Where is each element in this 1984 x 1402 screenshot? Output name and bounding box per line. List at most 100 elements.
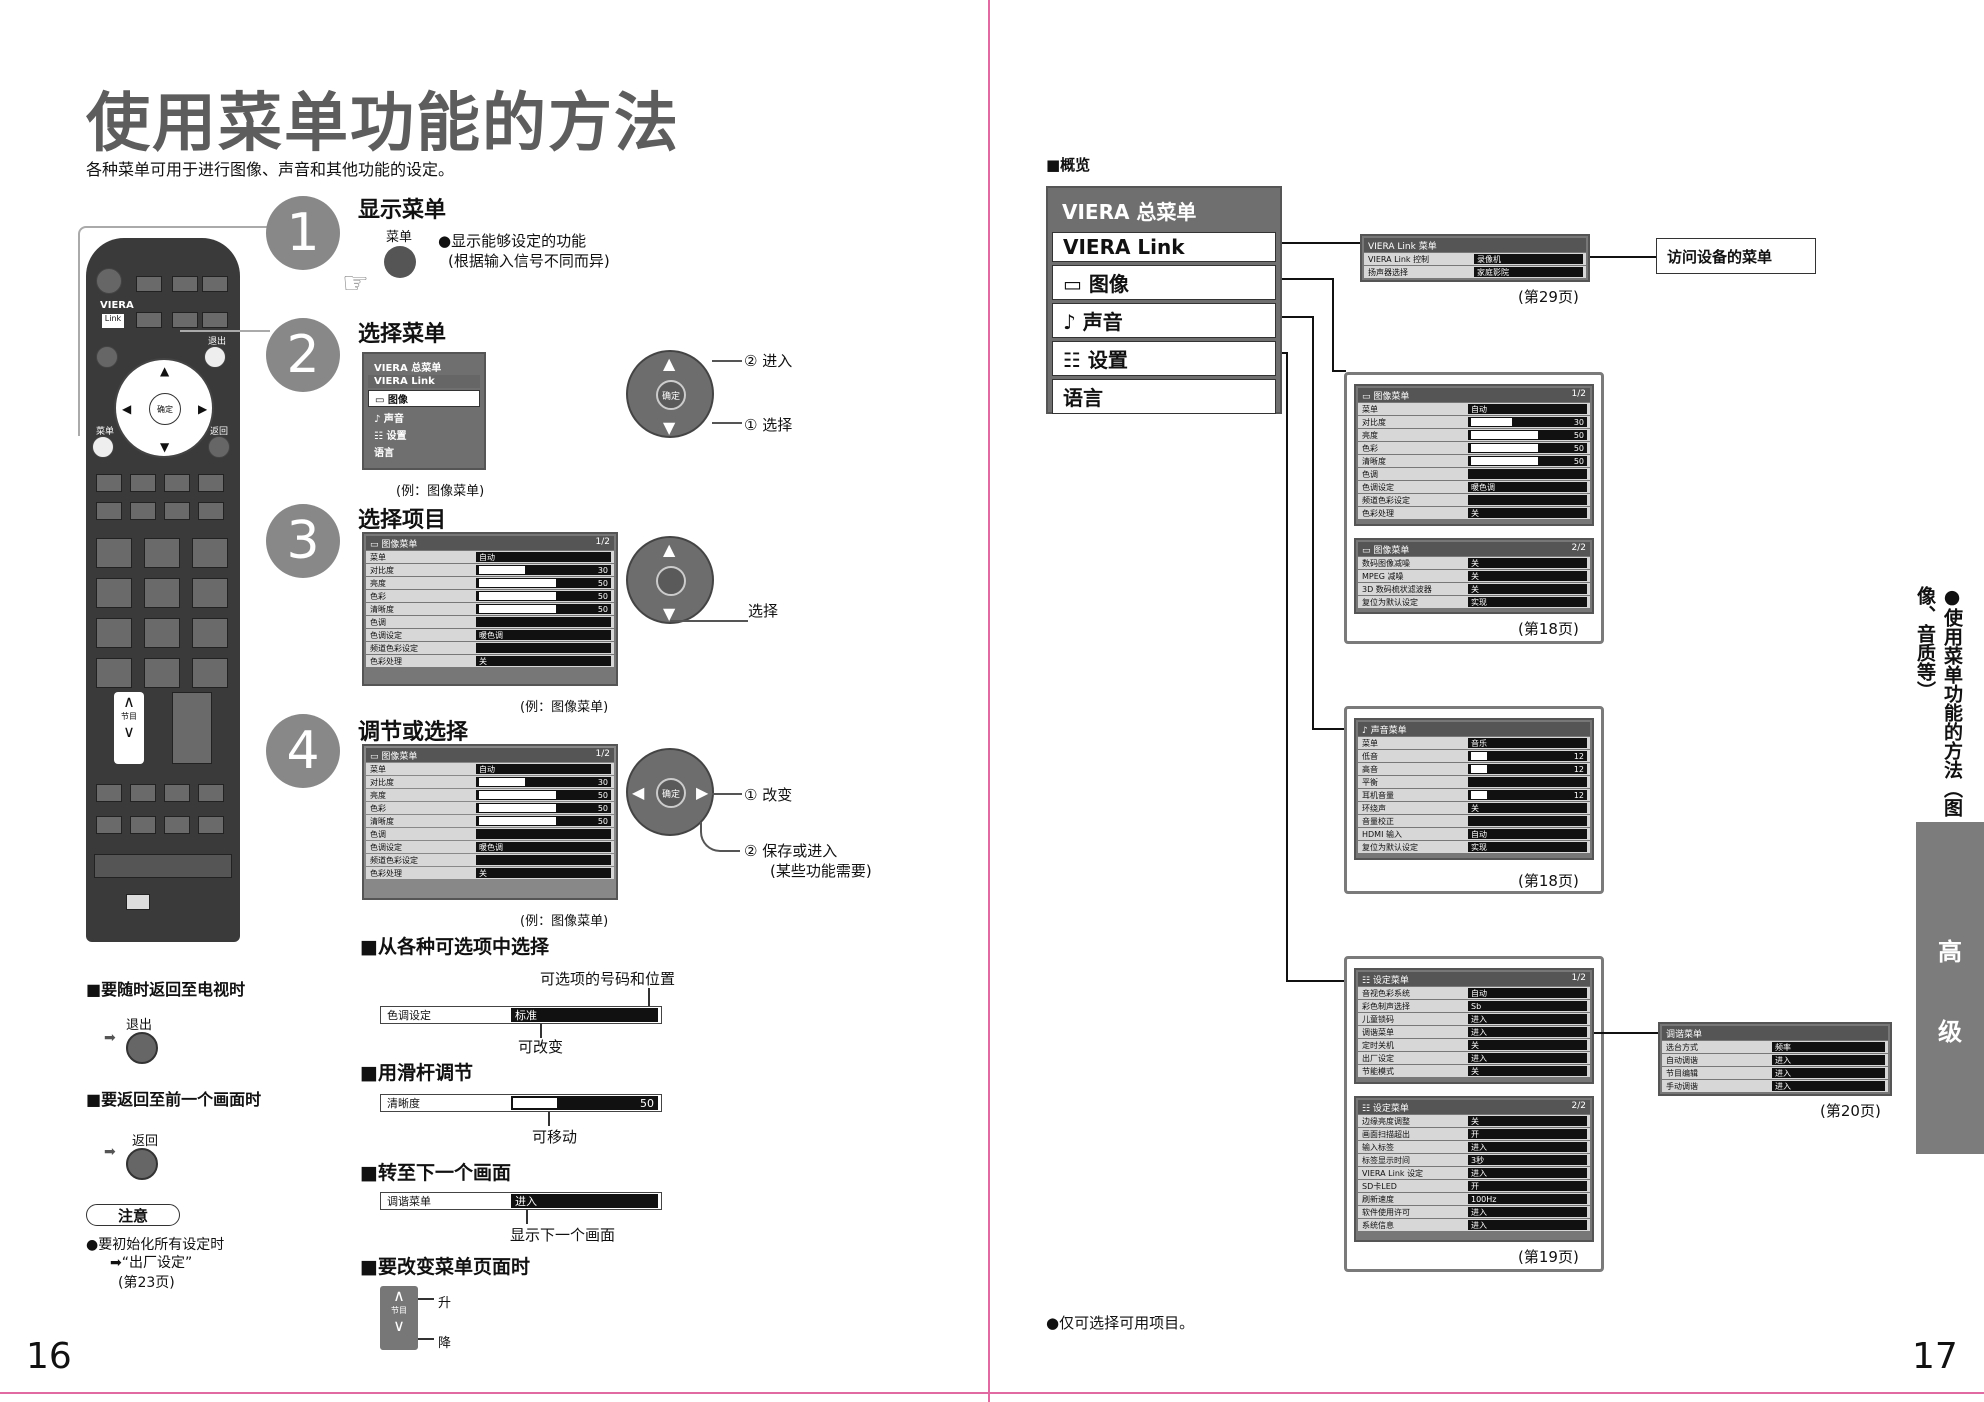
menu-row[interactable]: 扬声器选择家庭影院: [1364, 266, 1586, 278]
menu-row[interactable]: VIERA Link 控制录像机: [1364, 253, 1586, 265]
number-button[interactable]: [192, 538, 228, 568]
menu-row-value[interactable]: 自动: [476, 552, 611, 562]
slider-bar[interactable]: 清晰度 50: [380, 1094, 662, 1112]
next-screen-value[interactable]: 进入: [511, 1194, 658, 1208]
number-button[interactable]: [144, 658, 180, 688]
menu-row[interactable]: 色调: [366, 616, 614, 628]
remote-button[interactable]: [164, 784, 190, 802]
remote-button[interactable]: [198, 816, 224, 834]
menu-row[interactable]: 儿童锁码进入: [1358, 1013, 1590, 1025]
menu-row[interactable]: 数码图像减噪关: [1358, 557, 1590, 569]
menu-row[interactable]: 色调: [1358, 468, 1590, 480]
menu-row[interactable]: HDMI 输入自动: [1358, 828, 1590, 840]
menu-row[interactable]: 菜单自动: [1358, 403, 1590, 415]
menu-row-value[interactable]: 进入: [1468, 1220, 1587, 1230]
menu-row-value[interactable]: 关: [1468, 584, 1587, 594]
menu-row-value[interactable]: 进入: [1468, 1053, 1587, 1063]
menu-row-value[interactable]: 开: [1468, 1129, 1587, 1139]
remote-button[interactable]: [130, 474, 156, 492]
return-button[interactable]: [208, 436, 230, 458]
menu-row[interactable]: 复位为默认设定实现: [1358, 596, 1590, 608]
remote-button[interactable]: [164, 474, 190, 492]
menu-row-value[interactable]: 50: [1468, 456, 1587, 466]
menu-row[interactable]: 复位为默认设定实现: [1358, 841, 1590, 853]
menu-row-value[interactable]: 录像机: [1474, 254, 1583, 264]
menu-row-value[interactable]: 频率: [1772, 1042, 1885, 1052]
menu-row[interactable]: 节能模式关: [1358, 1065, 1590, 1077]
menu-button[interactable]: [384, 246, 416, 278]
menu-row-value[interactable]: [1468, 495, 1587, 505]
number-button[interactable]: [144, 618, 180, 648]
main-menu-item-setup[interactable]: ☷ 设置: [1052, 341, 1276, 376]
channel-rocker[interactable]: ∧ 节目 ∨: [114, 692, 144, 764]
menu-row-value[interactable]: 自动: [1468, 404, 1587, 414]
menu-row[interactable]: 输入标签进入: [1358, 1141, 1590, 1153]
menu-row-value[interactable]: 3秒: [1468, 1155, 1587, 1165]
main-menu-item[interactable]: VIERA Link: [368, 375, 480, 388]
number-button[interactable]: [144, 538, 180, 568]
menu-row-value[interactable]: 50: [1468, 443, 1587, 453]
remote-button[interactable]: [130, 784, 156, 802]
remote-button[interactable]: [164, 502, 190, 520]
number-button[interactable]: [192, 658, 228, 688]
menu-row-value[interactable]: 关: [476, 656, 611, 666]
number-button[interactable]: [96, 578, 132, 608]
number-button[interactable]: [96, 658, 132, 688]
number-button[interactable]: [192, 618, 228, 648]
option-value[interactable]: 标准: [511, 1008, 658, 1022]
menu-row[interactable]: 选台方式频率: [1662, 1041, 1888, 1053]
menu-row-value[interactable]: 进入: [1468, 1142, 1587, 1152]
menu-row[interactable]: 系统信息进入: [1358, 1219, 1590, 1231]
menu-row[interactable]: 软件使用许可进入: [1358, 1206, 1590, 1218]
main-menu-item[interactable]: ▭ 图像: [368, 390, 480, 407]
menu-row[interactable]: 色彩50: [366, 802, 614, 814]
menu-row[interactable]: 色调: [366, 828, 614, 840]
playback-controls[interactable]: [94, 854, 232, 878]
menu-row[interactable]: 色彩处理关: [1358, 507, 1590, 519]
menu-row-value[interactable]: 关: [1468, 1066, 1587, 1076]
menu-row-value[interactable]: 进入: [1468, 1207, 1587, 1217]
menu-row[interactable]: 环绕声关: [1358, 802, 1590, 814]
menu-row[interactable]: 3D 数码梳状滤波器关: [1358, 583, 1590, 595]
menu-row[interactable]: 频道色彩设定: [1358, 494, 1590, 506]
menu-row-value[interactable]: 进入: [1468, 1014, 1587, 1024]
menu-row-value[interactable]: 关: [476, 868, 611, 878]
menu-row[interactable]: 色彩处理关: [366, 655, 614, 667]
menu-row-value[interactable]: 100Hz: [1468, 1194, 1587, 1204]
channel-rocker[interactable]: ∧ 节目 ∨: [380, 1286, 418, 1350]
menu-row-value[interactable]: 50: [476, 803, 611, 813]
remote-button[interactable]: [198, 474, 224, 492]
menu-row-value[interactable]: 关: [1468, 571, 1587, 581]
menu-row[interactable]: 出厂设定进入: [1358, 1052, 1590, 1064]
menu-row[interactable]: 节目编辑进入: [1662, 1067, 1888, 1079]
remote-button[interactable]: [96, 502, 122, 520]
menu-row-value[interactable]: 进入: [1468, 1168, 1587, 1178]
menu-row-value[interactable]: 30: [476, 565, 611, 575]
menu-row-value[interactable]: 关: [1468, 803, 1587, 813]
main-menu-item-viera-link[interactable]: VIERA Link: [1052, 232, 1276, 262]
return-button[interactable]: [126, 1148, 158, 1180]
menu-row-value[interactable]: 实现: [1468, 597, 1587, 607]
menu-row-value[interactable]: Sb: [1468, 1001, 1587, 1011]
menu-row-value[interactable]: 暖色调: [476, 842, 611, 852]
menu-row[interactable]: 自动调谐进入: [1662, 1054, 1888, 1066]
menu-row-value[interactable]: 家庭影院: [1474, 267, 1583, 277]
menu-row-value[interactable]: 进入: [1772, 1081, 1885, 1091]
menu-row-value[interactable]: 50: [476, 578, 611, 588]
number-button[interactable]: [96, 538, 132, 568]
menu-row[interactable]: 画面扫描超出开: [1358, 1128, 1590, 1140]
menu-row-value[interactable]: [476, 829, 611, 839]
remote-button[interactable]: [96, 474, 122, 492]
menu-row[interactable]: 平衡: [1358, 776, 1590, 788]
menu-row-value[interactable]: 50: [476, 591, 611, 601]
menu-row-value[interactable]: 12: [1468, 751, 1587, 761]
main-menu-item-language[interactable]: 语言: [1052, 379, 1276, 414]
remote-button[interactable]: [130, 816, 156, 834]
remote-button[interactable]: [96, 816, 122, 834]
menu-row[interactable]: 频道色彩设定: [366, 854, 614, 866]
menu-row[interactable]: 菜单音乐: [1358, 737, 1590, 749]
menu-row-value[interactable]: 自动: [1468, 829, 1587, 839]
